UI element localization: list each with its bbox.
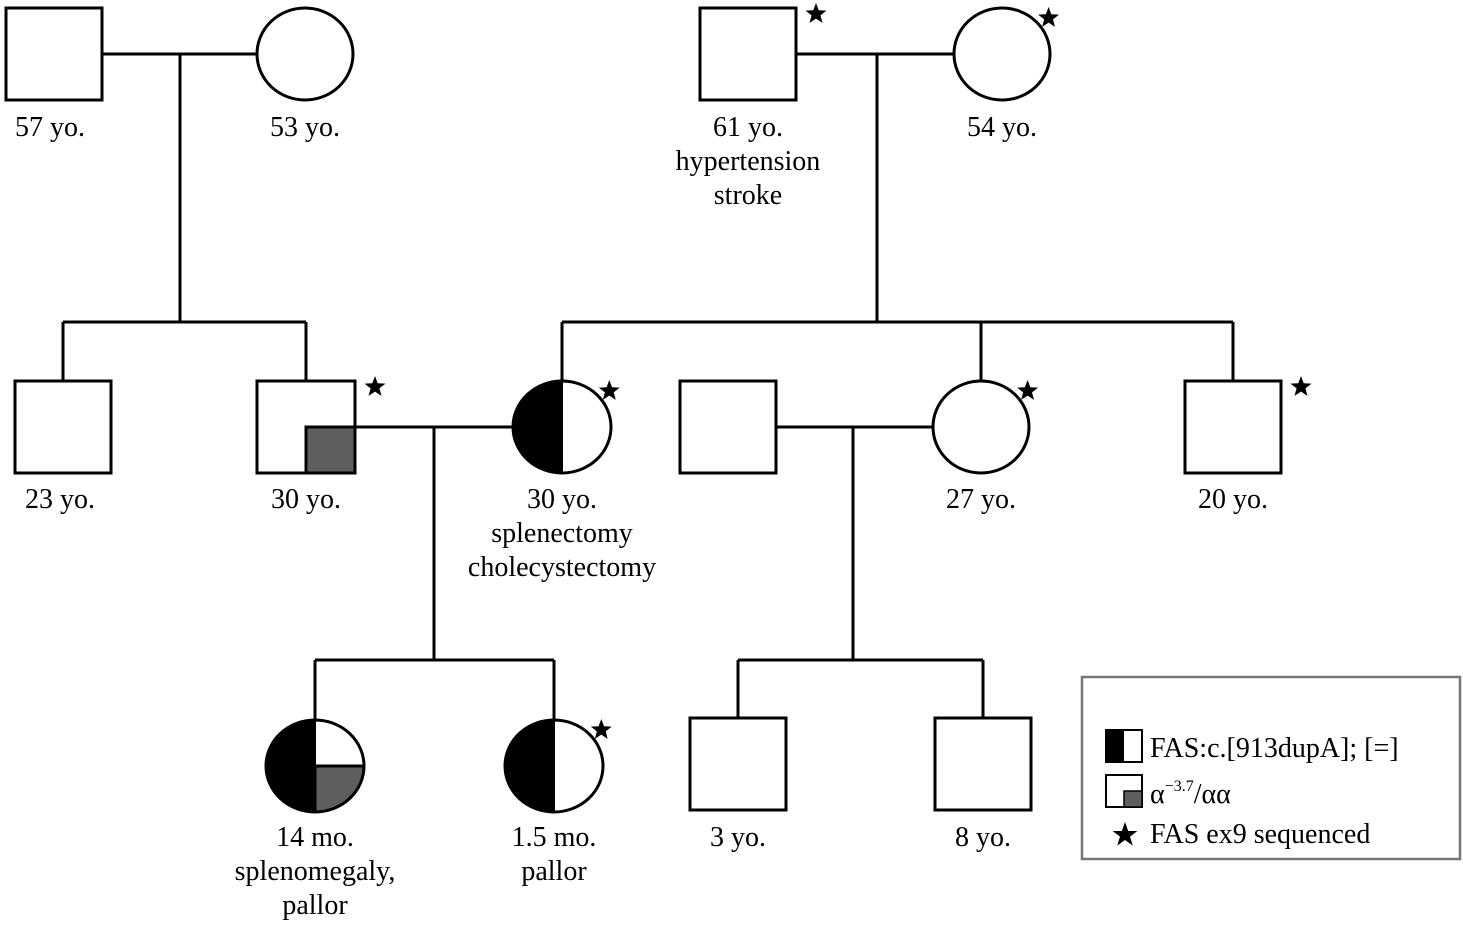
fas-carrier-fill [505,720,554,812]
female-symbol [255,6,355,102]
alpha-carrier-fill [304,425,355,473]
individual-label: 1.5 mo. [512,822,597,853]
legend-fas-fill [1106,730,1124,762]
legend-item-sequenced: FAS ex9 sequenced [1112,819,1370,850]
star-icon [1017,380,1038,400]
star-icon [364,376,386,396]
legend-item-alpha: α−3.7/αα [1105,774,1231,810]
star-icon [598,380,620,400]
individual-ii4 [678,379,778,475]
star-icon [1038,7,1059,27]
individual-label: 23 yo. [25,484,95,515]
male-symbol [13,379,113,475]
legend-alpha-fill [1123,790,1143,808]
individual-label: 27 yo. [946,484,1016,515]
individual-ii6: 20 yo. [1183,376,1312,515]
star-icon [805,3,827,23]
individual-ii5: 27 yo. [931,379,1038,515]
individual-label: 57 yo. [15,112,85,143]
legend-sequenced-text: FAS ex9 sequenced [1150,819,1370,850]
individual-label: cholecystectomy [468,552,656,583]
individual-label: 30 yo. [527,484,597,515]
star-icon [590,719,612,739]
individual-iii3: 3 yo. [688,716,788,853]
female-symbol [264,718,366,814]
individual-i4: 54 yo. [952,6,1059,143]
individual-iii2: 1.5 mo.pallor [503,718,612,887]
male-symbol [4,6,104,102]
individual-ii1: 23 yo. [13,379,113,515]
individual-i2: 53 yo. [255,6,355,143]
individual-label: pallor [521,856,587,887]
individual-iii4: 8 yo. [933,716,1033,853]
legend-fas-text: FAS:c.[913dupA]; [=] [1150,733,1399,764]
star-icon [1290,376,1312,396]
legend-border [1080,675,1462,861]
individual-label: 3 yo. [710,822,766,853]
star-icon [1112,822,1138,846]
female-symbol [952,6,1052,102]
male-symbol [255,379,357,475]
individual-label: stroke [714,180,782,211]
individual-label: 53 yo. [270,112,340,143]
individual-label: pallor [282,890,348,921]
individual-label: splenomegaly, [235,856,396,887]
fas-carrier-fill [513,381,562,473]
individual-label: 20 yo. [1198,484,1268,515]
individual-label: 61 yo. [713,112,783,143]
individual-iii1: 14 mo.splenomegaly,pallor [235,718,396,921]
male-symbol [678,379,778,475]
female-symbol [503,718,605,814]
legend-item-fas: FAS:c.[913dupA]; [=] [1105,729,1399,764]
individual-ii2: 30 yo. [255,376,386,515]
individual-i1: 57 yo. [4,6,104,143]
individual-label: 54 yo. [967,112,1037,143]
male-symbol [933,716,1033,812]
male-symbol [1183,379,1283,475]
individual-label: 30 yo. [271,484,341,515]
fas-carrier-fill [266,720,315,812]
individual-label: splenectomy [491,518,633,549]
male-symbol [688,716,788,812]
individual-label: hypertension [676,146,821,177]
male-symbol [698,6,798,102]
individual-label: 8 yo. [955,822,1011,853]
relationship-lines [61,52,1235,720]
legend-alpha-text: α−3.7/αα [1150,778,1231,810]
female-symbol [511,379,613,475]
individual-label: 14 mo. [276,822,354,853]
legend-box: FAS:c.[913dupA]; [=] α−3.7/αα FAS ex9 se… [1080,675,1462,861]
female-symbol [931,379,1031,475]
